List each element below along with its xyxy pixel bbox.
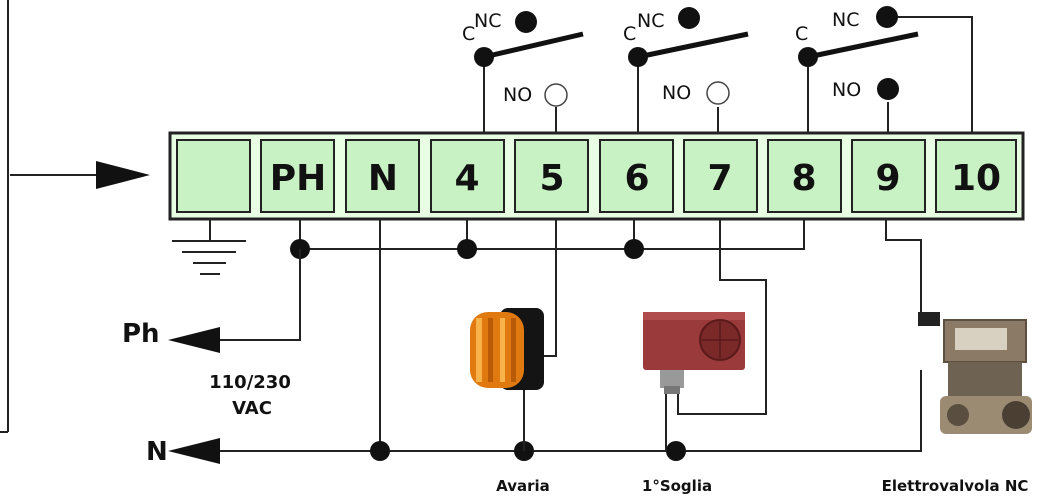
terminal-n-label: N xyxy=(368,158,398,199)
terminal-5: 5 xyxy=(514,139,589,213)
siren-icon xyxy=(470,308,544,390)
terminal-ph-label: PH xyxy=(270,158,327,199)
terminal-ph: PH xyxy=(260,139,335,213)
relay-2-c-label: C xyxy=(623,23,636,45)
relay-1-no-dot xyxy=(544,83,568,107)
valve-label: Elettrovalvola NC xyxy=(882,477,1029,495)
relay-1-nc-dot xyxy=(515,11,537,33)
terminal-block: PH N 4 5 6 7 8 9 xyxy=(168,131,1025,221)
phase-label: Ph xyxy=(122,319,160,349)
phase-bus xyxy=(290,219,805,259)
relay-2-no-dot xyxy=(706,81,730,105)
terminal-7-label: 7 xyxy=(707,158,732,199)
input-arrow xyxy=(10,161,150,189)
voltage-label-line2: VAC xyxy=(232,398,272,419)
relay-2-nc-dot xyxy=(678,7,700,29)
relay-2: C NC NO xyxy=(623,7,749,133)
neutral-arrow-icon xyxy=(168,438,220,464)
terminal-n: N xyxy=(345,139,420,213)
valve-wires xyxy=(885,219,922,318)
relay-3-c-label: C xyxy=(795,23,808,45)
terminal-9-label: 9 xyxy=(875,158,900,199)
valve-icon xyxy=(918,312,1032,434)
terminal-4: 4 xyxy=(430,139,505,213)
ground-icon xyxy=(172,219,246,275)
relay-3: C NC NO xyxy=(795,6,973,133)
relay-2-nc-label: NC xyxy=(637,10,664,32)
controller-frame xyxy=(0,0,9,433)
terminal-10-label: 10 xyxy=(951,158,1001,199)
neutral-label: N xyxy=(146,437,168,467)
sensor-wires xyxy=(665,219,767,451)
terminal-10: 10 xyxy=(935,139,1017,213)
relay-2-no-label: NO xyxy=(662,82,691,104)
voltage-label-line1: 110/230 xyxy=(209,372,291,393)
relay-1-no-label: NO xyxy=(503,84,532,106)
siren-label: Avaria xyxy=(496,477,550,495)
terminal-8-label: 8 xyxy=(791,158,816,199)
terminal-7: 7 xyxy=(683,139,758,213)
terminal-4-label: 4 xyxy=(454,158,479,199)
phase-output-line xyxy=(168,249,301,353)
relay-3-no-label: NO xyxy=(832,79,861,101)
terminal-8: 8 xyxy=(767,139,842,213)
terminal-6: 6 xyxy=(599,139,674,213)
relay-1: C NC NO xyxy=(462,10,584,133)
relay-1-nc-label: NC xyxy=(474,10,501,32)
sensor-label: 1°Soglia xyxy=(642,477,712,495)
relay-3-nc-label: NC xyxy=(832,9,859,31)
terminal-6-label: 6 xyxy=(624,158,649,199)
relay-3-nc-dot xyxy=(876,6,898,28)
relay-3-no-dot xyxy=(877,78,899,100)
relay-1-c-label: C xyxy=(462,23,475,45)
siren-wires xyxy=(523,219,557,451)
terminal-5-label: 5 xyxy=(539,158,564,199)
terminal-0 xyxy=(176,139,251,213)
neutral-bus xyxy=(168,219,922,464)
phase-arrow-icon xyxy=(168,327,220,353)
sensor-icon xyxy=(643,312,745,394)
terminal-9: 9 xyxy=(851,139,926,213)
